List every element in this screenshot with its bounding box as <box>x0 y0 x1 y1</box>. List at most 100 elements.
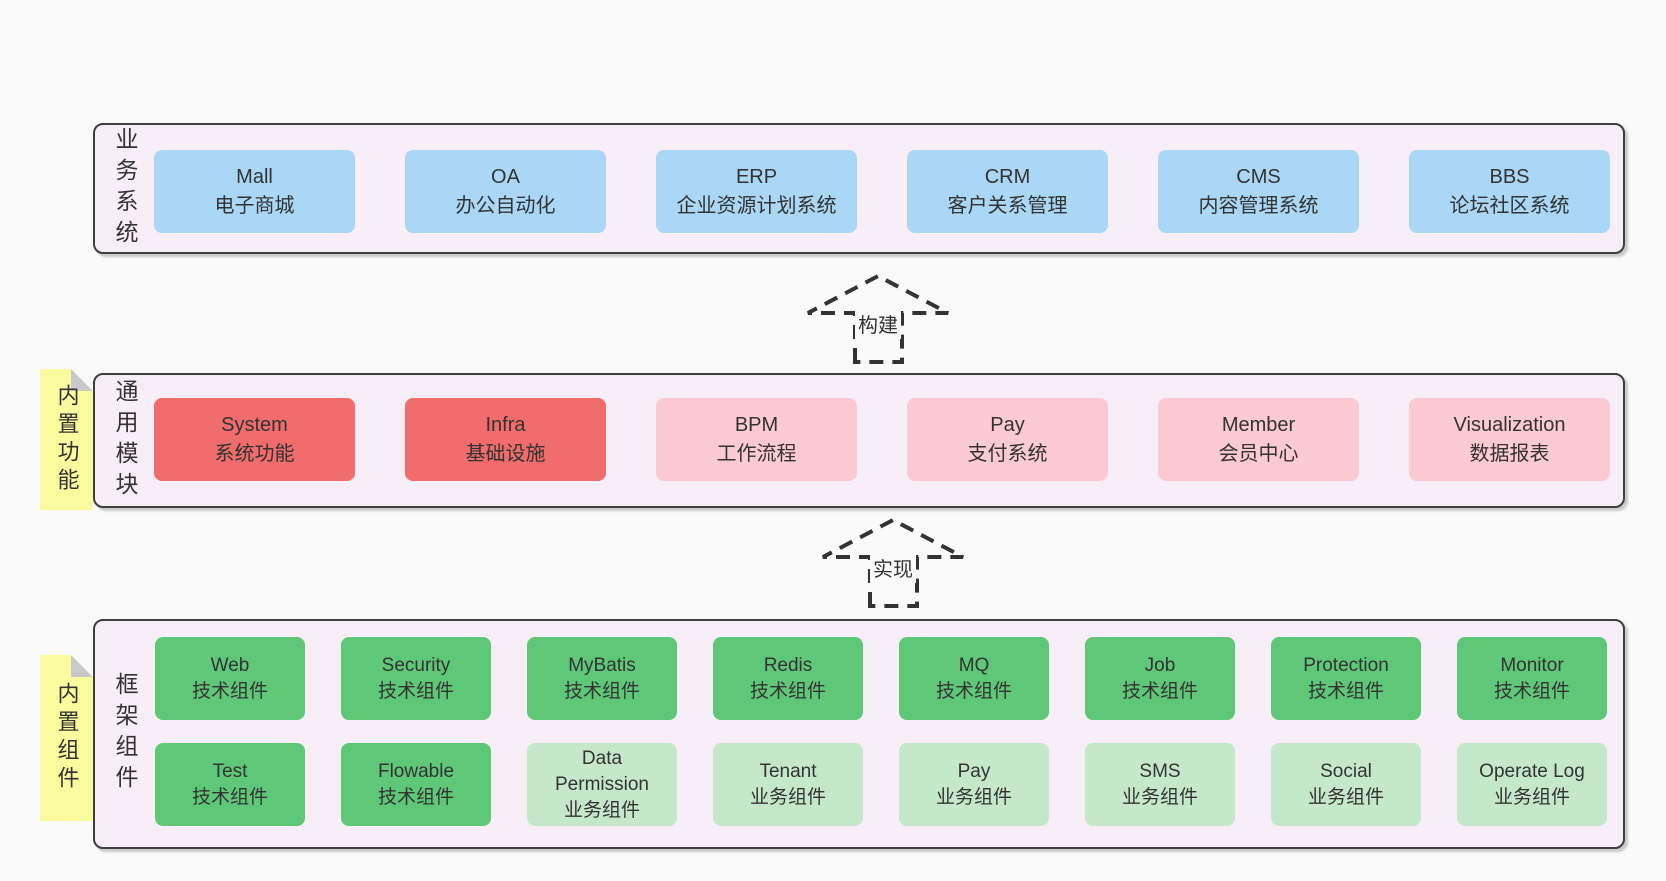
dashed-up-arrow-build: 构建 <box>798 266 958 366</box>
box-subtitle: 企业资源计划系统 <box>676 194 837 217</box>
box-title: System <box>221 413 288 436</box>
sticky-tab-label: 内置功能 <box>54 383 80 496</box>
up-arrow-icon <box>822 517 964 608</box>
box-subtitle: 支付系统 <box>967 442 1048 465</box>
box-protection: Protection 技术组件 <box>1271 637 1421 720</box>
sticky-tab-built-in-features: 内置功能 <box>40 369 93 510</box>
box-member: Member 会员中心 <box>1158 398 1359 481</box>
box-title: CMS <box>1236 165 1281 188</box>
box-subtitle: 技术组件 <box>749 680 826 702</box>
box-title: Pay <box>990 413 1025 436</box>
box-title: Operate Log <box>1479 760 1585 782</box>
box-subtitle: 会员中心 <box>1218 442 1299 465</box>
box-title: Pay <box>957 760 991 782</box>
layer-label-common-modules: 通用模块 <box>112 378 138 503</box>
box-crm: CRM 客户关系管理 <box>907 150 1108 233</box>
box-title: CRM <box>984 165 1031 188</box>
box-subtitle: 业务组件 <box>1121 786 1198 808</box>
box-title: Security <box>381 654 451 676</box>
box-subtitle: 技术组件 <box>563 680 640 702</box>
box-title: MyBatis <box>568 654 636 676</box>
box-subtitle: 技术组件 <box>191 786 268 808</box>
box-pay: Pay 支付系统 <box>907 398 1108 481</box>
box-title: Data Permission <box>555 747 649 795</box>
box-mq: MQ 技术组件 <box>899 637 1049 720</box>
box-title: Tenant <box>759 760 817 782</box>
box-title: ERP <box>735 165 778 188</box>
box-title: Job <box>1144 654 1176 676</box>
box-security: Security 技术组件 <box>341 637 491 720</box>
box-subtitle: 基础设施 <box>465 442 546 465</box>
box-title: Protection <box>1303 654 1389 676</box>
box-title: Flowable <box>377 760 455 782</box>
box-title: Monitor <box>1500 654 1564 676</box>
box-title: Member <box>1221 413 1296 436</box>
box-title: Visualization <box>1453 413 1566 436</box>
folded-corner-icon <box>71 655 93 677</box>
box-subtitle: 业务组件 <box>1307 786 1384 808</box>
box-title: Mall <box>236 165 273 188</box>
box-subtitle: 技术组件 <box>377 680 454 702</box>
box-subtitle: 内容管理系统 <box>1198 194 1319 217</box>
box-title: Redis <box>763 654 813 676</box>
box-monitor: Monitor 技术组件 <box>1457 637 1607 720</box>
box-subtitle: 系统功能 <box>214 442 295 465</box>
box-flowable: Flowable 技术组件 <box>341 743 491 826</box>
box-subtitle: 技术组件 <box>935 680 1012 702</box>
box-title: Test <box>212 760 248 782</box>
sticky-tab-built-in-components: 内置组件 <box>40 655 93 821</box>
box-web: Web 技术组件 <box>155 637 305 720</box>
box-subtitle: 业务组件 <box>749 786 826 808</box>
box-subtitle: 业务组件 <box>563 799 640 821</box>
box-title: Web <box>210 654 250 676</box>
box-subtitle: 技术组件 <box>191 680 268 702</box>
box-subtitle: 客户关系管理 <box>947 194 1068 217</box>
box-job: Job 技术组件 <box>1085 637 1235 720</box>
box-subtitle: 数据报表 <box>1469 442 1550 465</box>
box-title: MQ <box>958 654 990 676</box>
box-test: Test 技术组件 <box>155 743 305 826</box>
arrow-label-implement: 实现 <box>870 552 916 583</box>
arrow-label-build: 构建 <box>855 308 901 339</box>
box-bpm: BPM 工作流程 <box>656 398 857 481</box>
box-title: OA <box>491 165 520 188</box>
up-arrow-icon <box>807 273 949 364</box>
box-subtitle: 办公自动化 <box>455 194 556 217</box>
box-subtitle: 技术组件 <box>1121 680 1198 702</box>
layer-label-business-systems: 业务系统 <box>112 126 138 251</box>
box-subtitle: 工作流程 <box>716 442 797 465</box>
box-subtitle: 业务组件 <box>1493 786 1570 808</box>
box-operate-log: Operate Log 业务组件 <box>1457 743 1607 826</box>
box-oa: OA 办公自动化 <box>405 150 606 233</box>
box-erp: ERP 企业资源计划系统 <box>656 150 857 233</box>
box-subtitle: 技术组件 <box>1493 680 1570 702</box>
box-subtitle: 技术组件 <box>1307 680 1384 702</box>
box-redis: Redis 技术组件 <box>713 637 863 720</box>
box-subtitle: 业务组件 <box>935 786 1012 808</box>
box-data-permission: Data Permission 业务组件 <box>527 743 677 826</box>
box-pay: Pay 业务组件 <box>899 743 1049 826</box>
layer-label-framework-components: 框架组件 <box>112 672 138 796</box>
box-title: BPM <box>734 413 779 436</box>
box-subtitle: 技术组件 <box>377 786 454 808</box>
box-visualization: Visualization 数据报表 <box>1409 398 1610 481</box>
dashed-up-arrow-implement: 实现 <box>813 510 973 610</box>
box-mybatis: MyBatis 技术组件 <box>527 637 677 720</box>
box-tenant: Tenant 业务组件 <box>713 743 863 826</box>
box-subtitle: 论坛社区系统 <box>1449 194 1570 217</box>
sticky-tab-label: 内置组件 <box>54 682 80 794</box>
box-cms: CMS 内容管理系统 <box>1158 150 1359 233</box>
box-system: System 系统功能 <box>154 398 355 481</box>
